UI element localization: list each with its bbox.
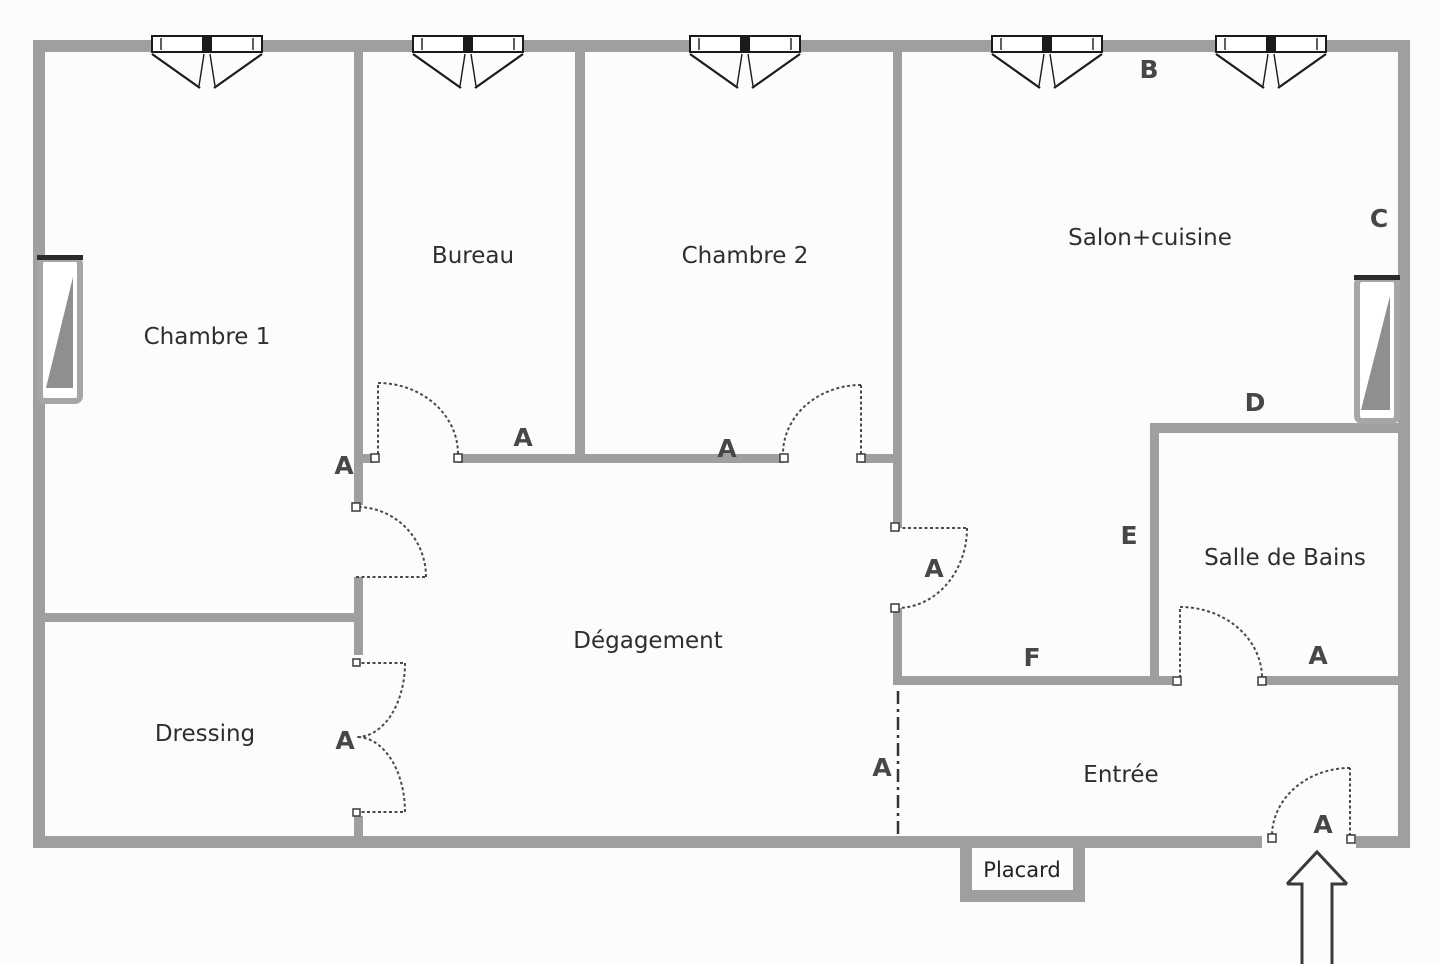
marker-a-salon-door: A xyxy=(924,554,944,583)
wall-segment xyxy=(1262,676,1398,685)
interior-walls xyxy=(45,52,1398,902)
marker-a-chambre1-door: A xyxy=(334,451,354,480)
wall-segment xyxy=(1356,836,1410,848)
wall-segment xyxy=(893,676,1172,685)
marker-a-chambre2-door: A xyxy=(717,434,737,463)
room-label-dressing: Dressing xyxy=(155,721,255,747)
marker-a-bureau-door: A xyxy=(513,423,533,452)
room-label-bureau: Bureau xyxy=(432,243,514,269)
wall-segment xyxy=(575,52,585,463)
windows xyxy=(151,35,1327,89)
room-label-degagement: Dégagement xyxy=(573,628,722,654)
section-markers: A A A A A A A A B C D E F xyxy=(334,55,1388,839)
door-swing-icon-chambre2 xyxy=(779,384,866,463)
marker-b: B xyxy=(1139,55,1158,84)
room-label-chambre1: Chambre 1 xyxy=(144,324,271,350)
marker-a-entree-door: A xyxy=(1313,810,1333,839)
door-swing-icon-salle-de-bains xyxy=(1172,606,1267,686)
window-icon xyxy=(689,35,801,89)
wall-segment xyxy=(861,454,902,463)
door-swing-icon-bureau xyxy=(370,382,463,463)
marker-f: F xyxy=(1023,643,1040,672)
radiator-icon xyxy=(37,255,83,404)
wall-segment xyxy=(1073,848,1085,902)
room-label-salle-de-bains: Salle de Bains xyxy=(1204,545,1366,571)
marker-c: C xyxy=(1370,204,1388,233)
door-swing-icon-dressing xyxy=(352,658,406,817)
wall-segment xyxy=(354,577,363,655)
wall-segment xyxy=(1150,428,1159,685)
room-label-chambre2: Chambre 2 xyxy=(682,243,809,269)
room-label-salon-cuisine: Salon+cuisine xyxy=(1068,225,1232,251)
window-icon xyxy=(1215,35,1327,89)
wall-segment xyxy=(1398,40,1410,848)
wall-segment xyxy=(363,454,373,463)
marker-d: D xyxy=(1245,388,1266,417)
marker-a-section-line: A xyxy=(872,753,892,782)
wall-segment xyxy=(458,454,783,463)
wall-segment xyxy=(33,40,45,848)
door-swing-icon-salon xyxy=(890,522,968,613)
room-label-placard: Placard xyxy=(983,858,1060,882)
wall-segment xyxy=(354,52,363,505)
wall-segment xyxy=(960,890,1085,902)
marker-a-sdb-door: A xyxy=(1308,641,1328,670)
wall-segment xyxy=(45,613,356,622)
window-icon xyxy=(991,35,1103,89)
marker-e: E xyxy=(1120,521,1137,550)
wall-segment xyxy=(893,52,902,528)
radiator-icon xyxy=(1354,275,1400,424)
radiators xyxy=(37,255,1400,424)
doors xyxy=(351,382,1356,844)
window-icon xyxy=(412,35,524,89)
window-icon xyxy=(151,35,263,89)
wall-segment xyxy=(33,836,1262,848)
door-swing-icon-chambre1 xyxy=(351,502,427,578)
wall-segment xyxy=(893,608,902,685)
entrance-arrow-icon xyxy=(1285,849,1349,964)
wall-segment xyxy=(1150,423,1398,433)
wall-segment xyxy=(960,848,972,902)
marker-a-dressing-door: A xyxy=(335,726,355,755)
room-label-entree: Entrée xyxy=(1083,762,1158,788)
room-labels: Chambre 1 Bureau Chambre 2 Salon+cuisine… xyxy=(144,225,1366,882)
door-swing-icon-entree xyxy=(1267,767,1356,844)
wall-segment xyxy=(354,816,363,836)
